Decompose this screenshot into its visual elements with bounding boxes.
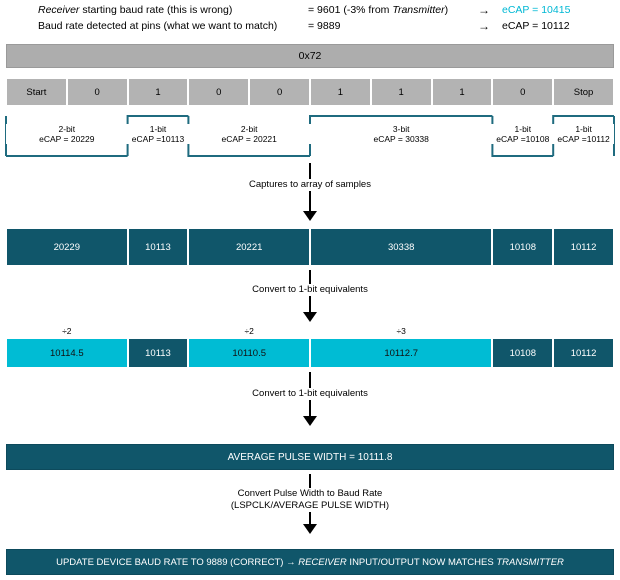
bar-segment: 10113 <box>127 228 189 266</box>
bit-cell: 0 <box>492 78 554 106</box>
flow-label-line2: (LSPCLK/AVERAGE PULSE WIDTH) <box>226 500 394 512</box>
divisor-label: ÷3 <box>396 326 406 336</box>
flow-label: Captures to array of samples <box>0 179 620 191</box>
bar-segment: 10113 <box>127 338 189 368</box>
bit-cell: 0 <box>66 78 128 106</box>
flow-label-line1: Convert to 1-bit equivalents <box>248 388 372 400</box>
measurement-bit-width: 1-bit <box>127 124 189 134</box>
bar-segment: 10112 <box>553 228 614 266</box>
bit-cell: Start <box>6 78 67 106</box>
legend-value: = 9601 (-3% from Transmitter) <box>308 2 448 18</box>
measurement-bit-width: 1-bit <box>492 124 554 134</box>
bar-segment: 10110.5 <box>188 338 310 368</box>
legend-description-text: starting baud rate (this is wrong) <box>79 4 233 16</box>
divisor-label: ÷2 <box>62 326 72 336</box>
legend-ecap-value: eCAP = 10112 <box>502 20 570 32</box>
bit-cell: 0 <box>249 78 310 106</box>
legend-description: Baud rate detected at pins (what we want… <box>38 18 277 34</box>
flow-arrow-convert-1: Convert to 1-bit equivalents <box>0 270 620 324</box>
bit-cell: 1 <box>127 78 189 106</box>
bit-cell: 1 <box>431 78 493 106</box>
flow-label-line1: Convert to 1-bit equivalents <box>248 284 372 296</box>
legend-ecap-value: eCAP = 10415 <box>502 4 571 16</box>
right-arrow-icon: → <box>478 3 490 17</box>
bit-cell: 1 <box>370 78 432 106</box>
legend-value-post: ) <box>444 4 449 16</box>
bar-segment: 10112.7 <box>309 338 493 368</box>
final-mid: INPUT/OUTPUT NOW MATCHES <box>346 556 497 568</box>
right-arrow-icon: → <box>478 19 490 33</box>
measurement-ecap: eCAP =10108 <box>492 134 554 144</box>
divisor-label: ÷2 <box>244 326 254 336</box>
divisor-label-row: ÷2 ÷2 ÷3 <box>6 324 614 338</box>
average-pulse-width-bar: AVERAGE PULSE WIDTH = 10111.8 <box>6 444 614 470</box>
flow-label-line1: Captures to array of samples <box>245 179 375 191</box>
bar-segment: 20229 <box>6 228 128 266</box>
final-pre: UPDATE DEVICE BAUD RATE TO 9889 (CORRECT… <box>56 556 299 568</box>
bar-segment: 10112 <box>553 338 614 368</box>
measurement-ecap: eCAP =10112 <box>553 134 614 144</box>
measurement-bit-width: 1-bit <box>553 124 614 134</box>
legend-description: Receiver starting baud rate (this is wro… <box>38 2 232 18</box>
measurement-ecap: eCAP =10113 <box>127 134 189 144</box>
arrow-head-icon <box>303 524 317 534</box>
bar-segment: 30338 <box>309 228 493 266</box>
measurement-ecap: eCAP = 30338 <box>310 134 493 144</box>
legend-row-receiver: Receiver starting baud rate (this is wro… <box>0 2 620 18</box>
legend-value: = 9889 <box>308 20 341 32</box>
measurement-ecap: eCAP = 20221 <box>188 134 310 144</box>
legend-emphasis-receiver: Receiver <box>38 4 80 16</box>
flow-label: Convert to 1-bit equivalents <box>0 388 620 400</box>
arrow-head-icon <box>303 416 317 426</box>
arrow-head-icon <box>303 312 317 322</box>
arrow-line <box>309 163 311 219</box>
bar-segment: 10108 <box>492 228 554 266</box>
arrow-head-icon <box>303 211 317 221</box>
bit-cell: Stop <box>553 78 614 106</box>
legend-emphasis-transmitter: Transmitter <box>392 4 445 16</box>
legend-header: Receiver starting baud rate (this is wro… <box>0 0 620 36</box>
final-emphasis-receiver: RECEIVER <box>298 556 347 568</box>
measurement-ecap: eCAP = 20229 <box>6 134 128 144</box>
final-text: UPDATE DEVICE BAUD RATE TO 9889 (CORRECT… <box>56 557 564 568</box>
flow-arrow-convert-2: Convert to 1-bit equivalents <box>0 372 620 428</box>
bar-segment: 10114.5 <box>6 338 128 368</box>
legend-description-text: Baud rate detected at pins (what we want… <box>38 20 278 32</box>
flow-label-line1: Convert Pulse Width to Baud Rate <box>233 488 387 500</box>
byte-value-bar: 0x72 <box>6 44 614 68</box>
measurement-bit-width: 2-bit <box>6 124 128 134</box>
legend-row-detected: Baud rate detected at pins (what we want… <box>0 18 620 34</box>
measurement-bit-width: 2-bit <box>188 124 310 134</box>
flow-label: Convert to 1-bit equivalents <box>0 284 620 296</box>
bit-cell: 1 <box>309 78 371 106</box>
flow-arrow-convert-baud: Convert Pulse Width to Baud Rate (LSPCLK… <box>0 474 620 536</box>
final-emphasis-transmitter: TRANSMITTER <box>496 556 564 568</box>
final-result-bar: UPDATE DEVICE BAUD RATE TO 9889 (CORRECT… <box>6 549 614 575</box>
flow-label: Convert Pulse Width to Baud Rate (LSPCLK… <box>0 488 620 512</box>
bar-segment: 10108 <box>492 338 554 368</box>
bit-cell: 0 <box>188 78 250 106</box>
measurement-bit-width: 3-bit <box>310 124 493 134</box>
legend-value-pre: = 9601 (-3% from <box>308 4 393 16</box>
flow-arrow-captures: Captures to array of samples <box>0 163 620 223</box>
bar-segment: 20221 <box>188 228 310 266</box>
